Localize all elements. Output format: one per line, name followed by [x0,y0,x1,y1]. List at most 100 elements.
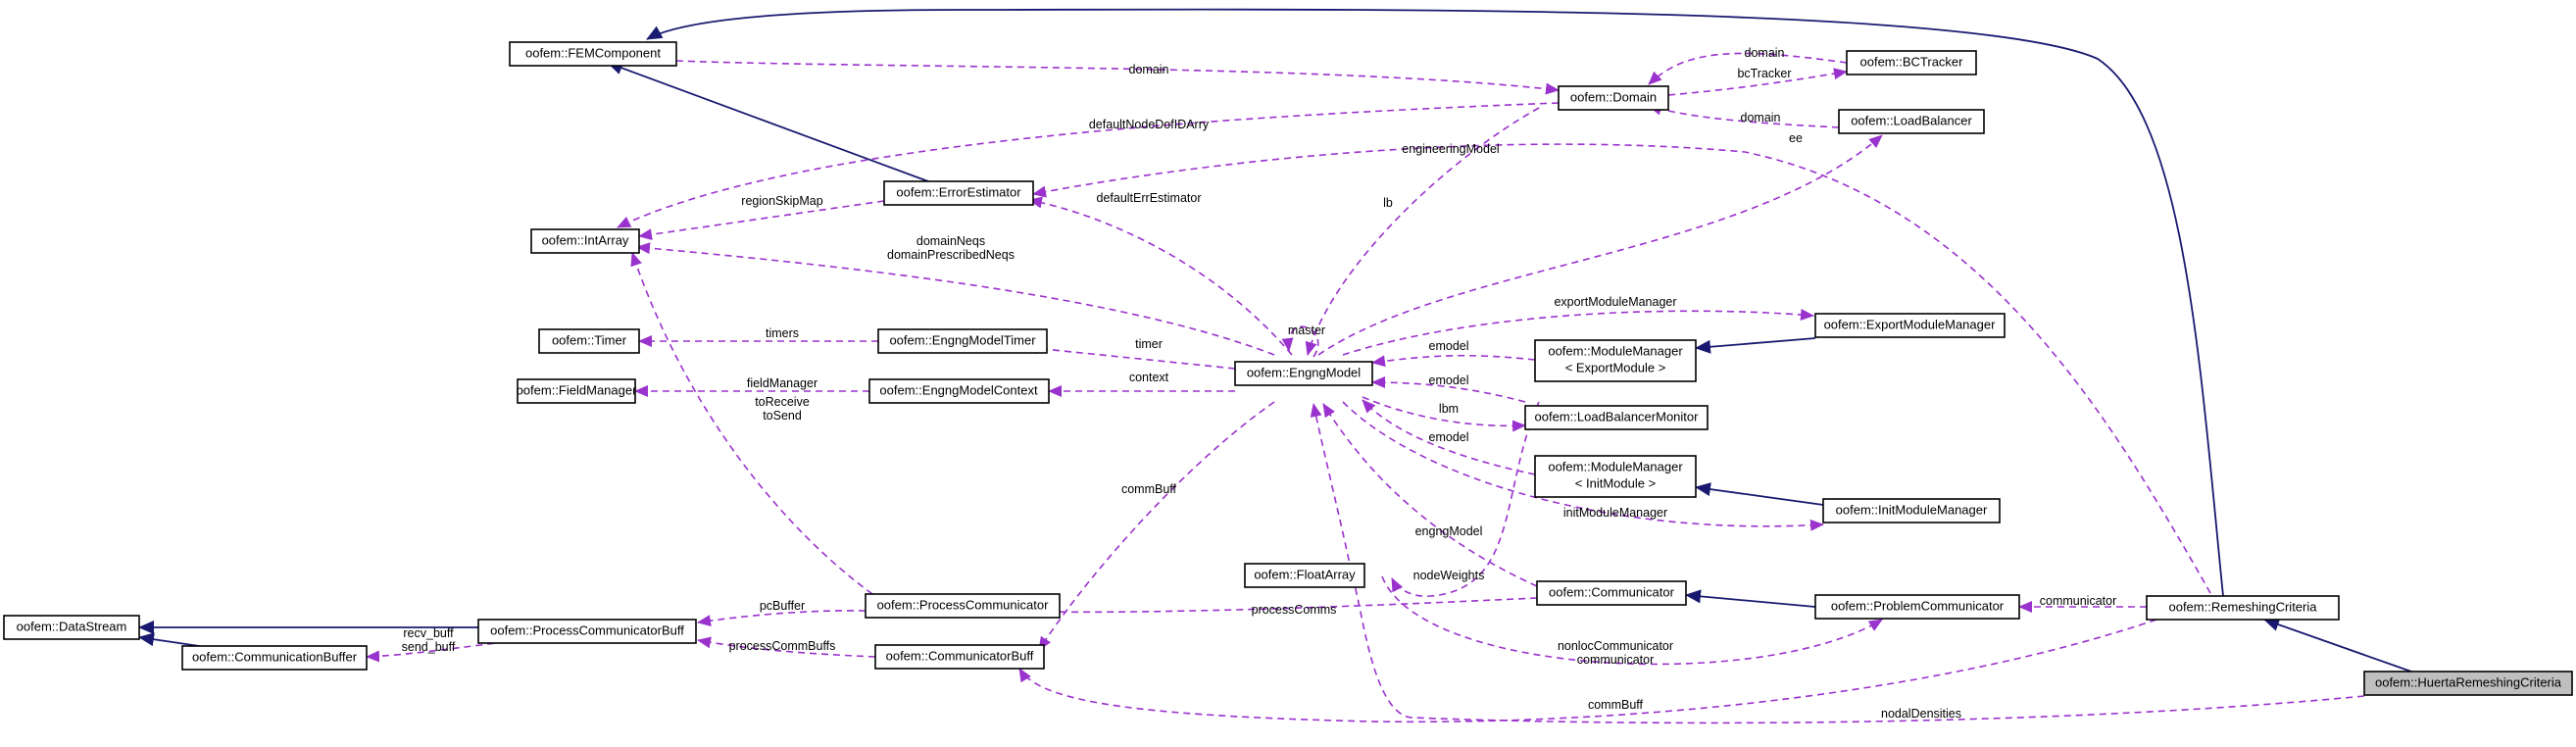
node-label: oofem::Communicator [1549,584,1675,599]
edge-huerta-to-remeshing [2263,618,2412,672]
node-exportmodulemanager[interactable]: oofem::ExportModuleManager [1814,313,2006,338]
node-label: oofem::Domain [1570,89,1657,104]
usage-edges [366,52,2365,724]
node-engngmodeltimer[interactable]: oofem::EngngModelTimer [877,328,1048,354]
node-label: oofem::HuertaRemeshingCriteria [2375,674,2562,689]
node-datastream[interactable]: oofem::DataStream [3,615,140,640]
edge-label: master [1288,324,1325,337]
node-communicationbuffer[interactable]: oofem::CommunicationBuffer [181,645,368,671]
node-modulemanager-init[interactable]: oofem::ModuleManager < InitModule > [1534,455,1697,498]
edge-ee [1032,143,2211,594]
node-communicator[interactable]: oofem::Communicator [1536,580,1687,606]
node-initmodulemanager[interactable]: oofem::InitModuleManager [1822,498,2001,523]
node-label: oofem::LoadBalancerMonitor [1535,409,1700,423]
node-label: oofem::IntArray [542,232,629,247]
node-problemcommunicator[interactable]: oofem::ProblemCommunicator [1814,594,2020,620]
node-femcomponent[interactable]: oofem::FEMComponent [509,41,677,67]
edge-bctracker-domain [1648,52,1848,85]
edge-label-group: domain domain bcTracker domain defaultNo… [402,46,2117,721]
node-label: oofem::ProcessCommunicator [877,597,1050,612]
edge-label: initModuleManager [1563,506,1667,520]
edge-master [1281,325,1319,358]
edge-emodel-export [1371,354,1536,368]
node-label: oofem::ModuleManager [1548,343,1683,358]
edge-label: nodeWeights [1413,569,1485,582]
edge-label: lb [1383,196,1393,210]
edge-region-skip-map [638,200,885,241]
edge-label: processComms [1252,603,1337,617]
edge-emodel-init [1362,399,1536,475]
edge-comm-buff-2 [1018,619,2157,723]
node-label: < InitModule > [1575,475,1656,490]
edge-engng-model [1322,403,1538,587]
edge-lb [1317,134,1883,356]
class-nodes: oofem::FEMComponent oofem::Domain oofem:… [3,41,2573,696]
edge-label: emodel [1429,339,1469,353]
node-intarray[interactable]: oofem::IntArray [530,228,640,254]
edge-exportmodulemanager-to-modulemanager [1695,337,1816,354]
edge-label: send_buff [402,640,456,654]
edge-domain [675,60,1560,95]
node-modulemanager-export[interactable]: oofem::ModuleManager < ExportModule > [1534,339,1697,382]
node-label: oofem::RemeshingCriteria [2168,599,2317,614]
node-huertaremeshingcriteria[interactable]: oofem::HuertaRemeshingCriteria [2363,671,2573,696]
node-label: < ExportModule > [1565,360,1666,374]
node-label: oofem::ModuleManager [1548,459,1683,473]
edge-label: timers [766,326,799,340]
edge-label: toSend [763,409,802,423]
node-remeshingcriteria[interactable]: oofem::RemeshingCriteria [2146,595,2340,621]
node-communicatorbuff[interactable]: oofem::CommunicatorBuff [874,644,1045,670]
edge-label: context [1129,371,1169,384]
node-loadbalancermonitor[interactable]: oofem::LoadBalancerMonitor [1524,405,1709,430]
node-processcommunicator[interactable]: oofem::ProcessCommunicator [865,593,1061,619]
edge-label: ee [1789,131,1803,145]
node-errorestimator[interactable]: oofem::ErrorEstimator [883,180,1034,206]
edge-loadbalancer-domain [1648,103,1840,128]
edge-to-receive [630,252,873,595]
edge-label: domain [1129,63,1169,76]
node-processcommunicatorbuff[interactable]: oofem::ProcessCommunicatorBuff [477,619,697,644]
node-label: oofem::BCTracker [1860,54,1964,69]
edge-remeshing-to-femcomponent [646,8,2224,597]
edge-label: timer [1135,337,1163,351]
node-label: oofem::Timer [552,332,627,347]
node-floatarray[interactable]: oofem::FloatArray [1244,563,1365,588]
edge-comm-buff-1 [1038,401,1275,651]
edge-label: communicator [1577,653,1655,667]
edge-label: emodel [1429,430,1469,444]
edge-problemcommunicator-to-communicator [1685,589,1816,608]
edge-default-err-estimator [1028,196,1293,356]
node-bctracker[interactable]: oofem::BCTracker [1846,50,1977,75]
edge-label: communicator [2040,594,2117,608]
node-engngmodelcontext[interactable]: oofem::EngngModelContext [868,378,1050,404]
edge-label: defaultErrEstimator [1097,191,1202,205]
edge-label: nodalDensities [1881,707,1961,721]
edge-label: nonlocCommunicator [1558,639,1673,653]
node-domain[interactable]: oofem::Domain [1558,85,1669,111]
node-fieldmanager[interactable]: oofem::FieldManager [517,378,638,404]
edge-label: lbm [1439,402,1459,416]
edge-label: pcBuffer [760,599,805,613]
edge-label: recv_buff [403,626,454,640]
node-label: oofem::EngngModelContext [879,382,1038,397]
node-label: oofem::ProblemCommunicator [1831,598,2005,613]
node-label: oofem::ErrorEstimator [896,184,1021,199]
node-label: oofem::FEMComponent [525,45,661,60]
node-loadbalancer[interactable]: oofem::LoadBalancer [1838,109,1985,134]
edge-label: domainNeqs [916,234,985,248]
node-label: oofem::ProcessCommunicatorBuff [490,622,684,637]
edge-errorestimator-to-femcomponent [607,61,937,185]
node-label: oofem::CommunicationBuffer [192,649,358,664]
edge-node-weights [1391,401,1540,598]
node-label: oofem::ExportModuleManager [1824,317,1997,331]
edge-domain-neqs [636,242,1275,356]
node-label: oofem::FloatArray [1254,567,1356,581]
node-label: oofem::CommunicatorBuff [886,648,1034,663]
node-timer[interactable]: oofem::Timer [538,328,640,354]
node-engngmodel[interactable]: oofem::EngngModel [1234,361,1373,386]
inheritance-edges [138,8,2412,672]
edge-label: defaultNodeDofIDArry [1089,118,1210,131]
edge-label: domainPrescribedNeqs [887,248,1015,262]
edge-label: regionSkipMap [741,194,822,208]
